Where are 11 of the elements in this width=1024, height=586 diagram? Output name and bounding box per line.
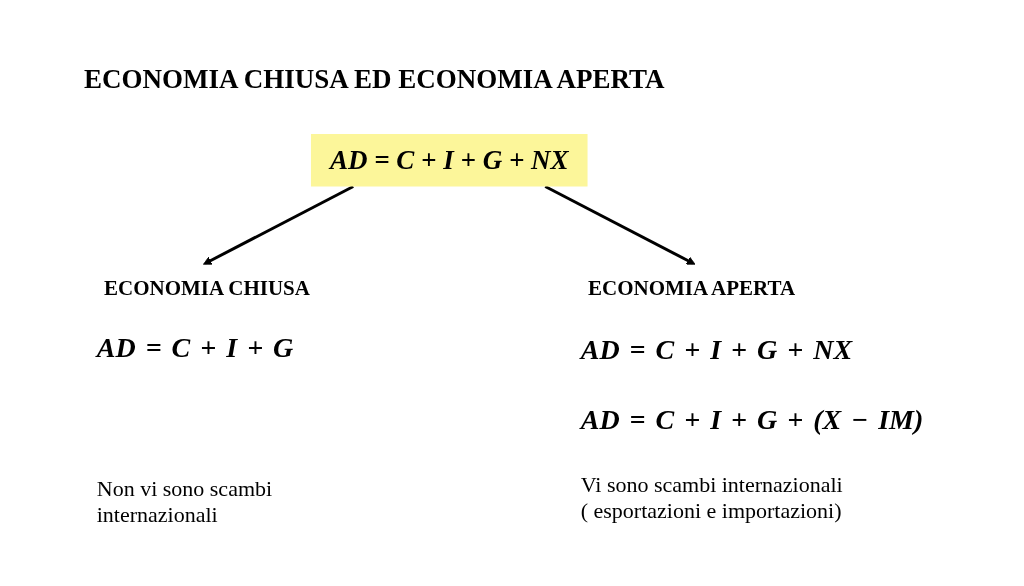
formula: AD = C + I + G + NX bbox=[580, 334, 854, 366]
note-text: Vi sono scambi internazionali ( esportazioni e importazioni) bbox=[580, 472, 844, 525]
arrow bbox=[202, 185, 354, 265]
formula: AD = C + I + G bbox=[96, 332, 295, 364]
arrow bbox=[544, 185, 696, 265]
formula: AD = C + I + G + (X − IM) bbox=[580, 404, 925, 436]
heading-text: ECONOMIA APERTA bbox=[587, 275, 795, 300]
note-text: Non vi sono scambi internazionali bbox=[96, 476, 274, 529]
highlighted-formula: AD = C + I + G + NX bbox=[310, 134, 588, 187]
heading-text: ECONOMIA CHIUSA bbox=[103, 275, 310, 300]
title: ECONOMIA CHIUSA ED ECONOMIA APERTA bbox=[84, 64, 665, 95]
